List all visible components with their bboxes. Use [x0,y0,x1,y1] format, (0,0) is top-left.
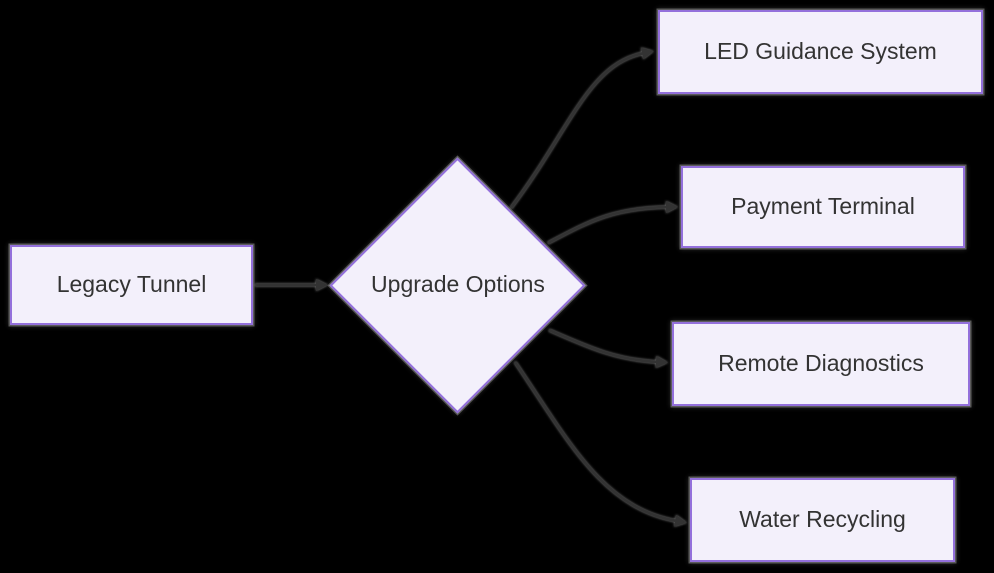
node-water-recycling: Water Recycling [690,478,955,562]
edge-decision-to-remote [548,328,668,368]
node-led-guidance-system: LED Guidance System [658,10,983,94]
node-remote-diagnostics: Remote Diagnostics [672,322,970,406]
node-payment-terminal: Payment Terminal [681,166,965,248]
node-upgrade-options-label: Upgrade Options [371,271,545,297]
node-remote-diagnostics-label: Remote Diagnostics [718,350,924,377]
edge-group [255,47,687,527]
node-led-guidance-system-label: LED Guidance System [704,38,937,65]
node-legacy-tunnel-label: Legacy Tunnel [56,271,207,298]
node-payment-terminal-label: Payment Terminal [731,193,915,220]
edge-decision-to-water [513,361,687,527]
node-water-recycling-label: Water Recycling [739,506,906,533]
edge-decision-to-led [509,47,654,209]
node-legacy-tunnel: Legacy Tunnel [10,245,253,325]
edge-decision-to-payment [547,201,678,245]
